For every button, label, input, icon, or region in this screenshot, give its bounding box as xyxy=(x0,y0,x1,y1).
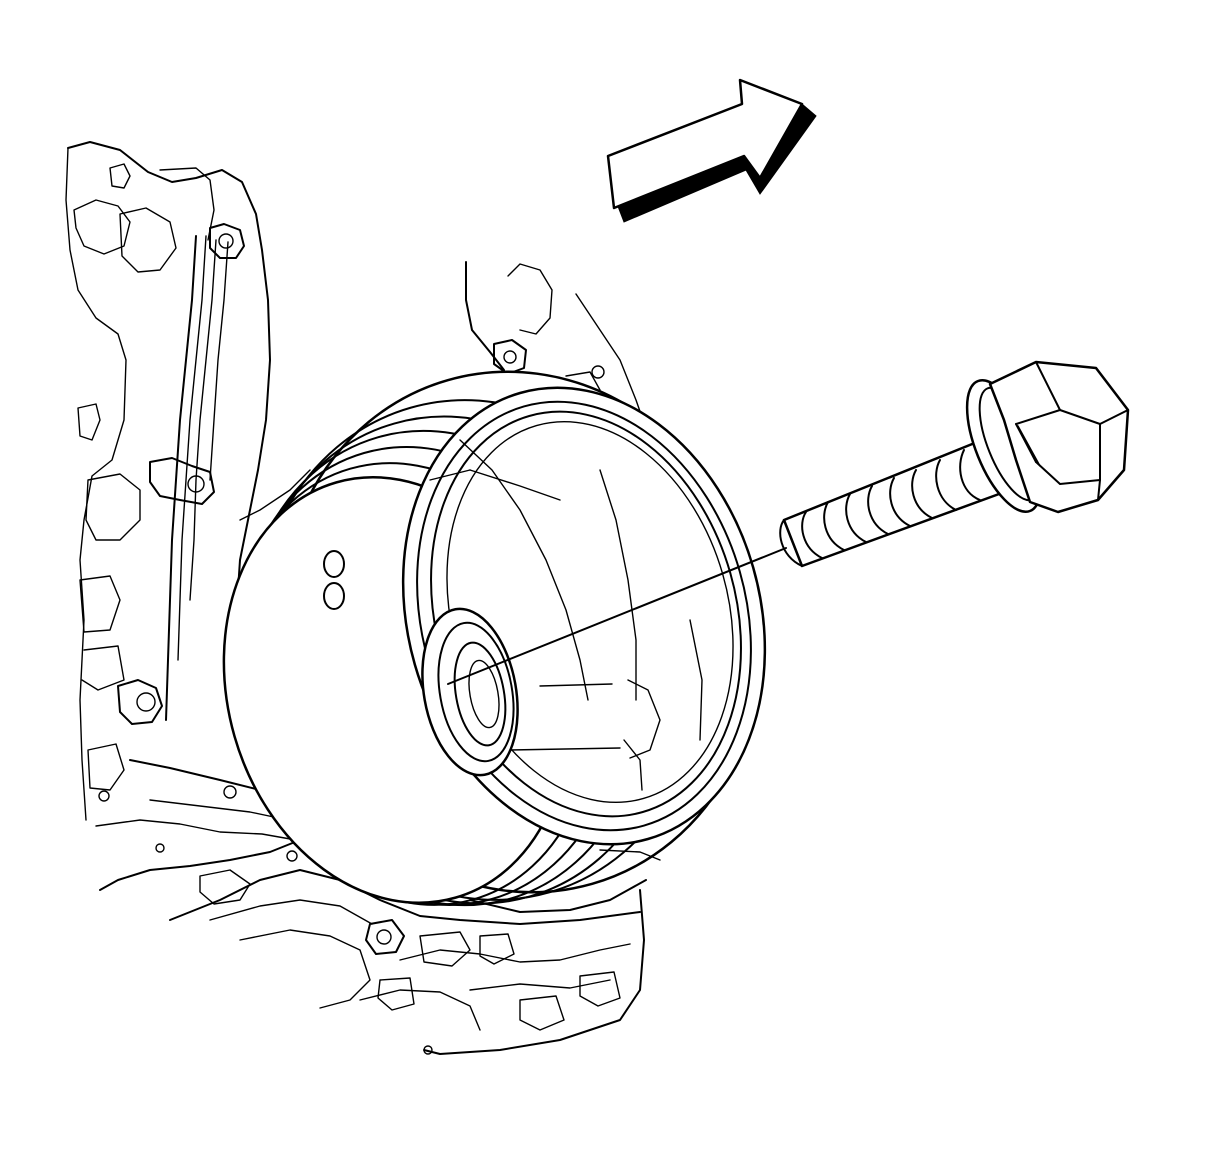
crankshaft-balancer-pulley xyxy=(222,370,767,913)
balancer-bolt xyxy=(779,360,1130,568)
bolt-alignment-line xyxy=(447,547,787,685)
engine-block xyxy=(65,141,661,1055)
direction-arrow-icon xyxy=(606,78,817,223)
